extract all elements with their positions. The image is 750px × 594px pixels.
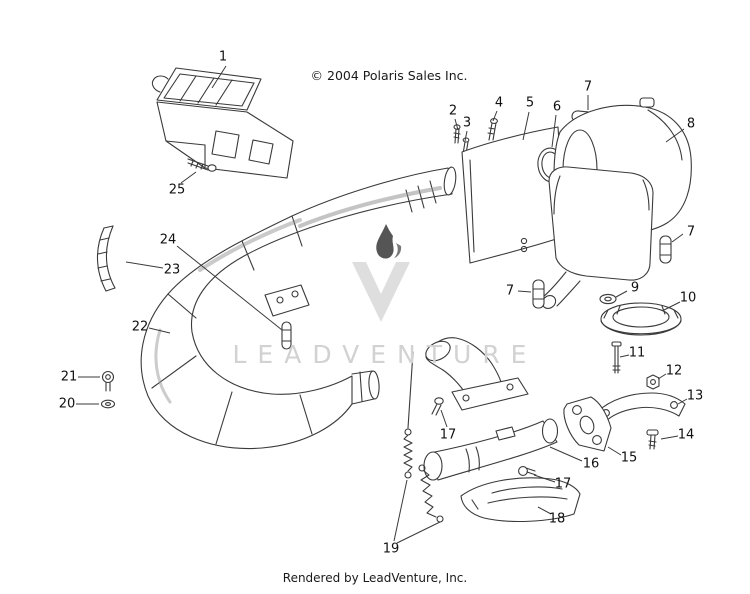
footer-text: Rendered by LeadVenture, Inc. [282,571,468,585]
part-16-exhaust-joint-drawing [423,337,559,481]
watermark-text: LEADVENTURE [232,340,538,369]
part-9-washer-drawing [599,293,617,305]
part-15-gasket-drawing [563,396,612,452]
part-7-spacer-left-drawing [532,279,545,309]
part-7-spacer-right-drawing [659,235,672,264]
part-19-springs-drawing [403,351,444,523]
part-10-flange-ring-drawing [600,302,682,336]
part-17-bolt-b-drawing [518,466,537,476]
silencer-body-drawing [541,166,654,309]
part-14-bolt-drawing [646,429,659,450]
copyright-text: © 2004 Polaris Sales Inc. [310,68,468,83]
part-2-screw-drawing [453,124,461,144]
part-17-bolt-a-drawing [431,397,444,416]
part-13-support-bracket-drawing [596,392,686,423]
leadventure-flame-logo [352,224,410,322]
part-11-bolt-drawing [611,341,622,374]
part-21-bolt-drawing [101,370,115,392]
part-4-bolt-drawing [487,118,498,141]
part-12-nut-drawing [646,374,660,390]
part-24-stud-drawing [281,321,292,350]
part-25-bolt-drawing [187,158,217,172]
part-18-heat-shield-drawing [460,477,581,523]
part-1-rack-bracket-drawing [151,67,294,179]
part-5-mounting-plate-drawing [461,126,566,264]
part-20-washer-drawing [100,399,116,409]
part-23-strap-drawing [96,225,116,292]
